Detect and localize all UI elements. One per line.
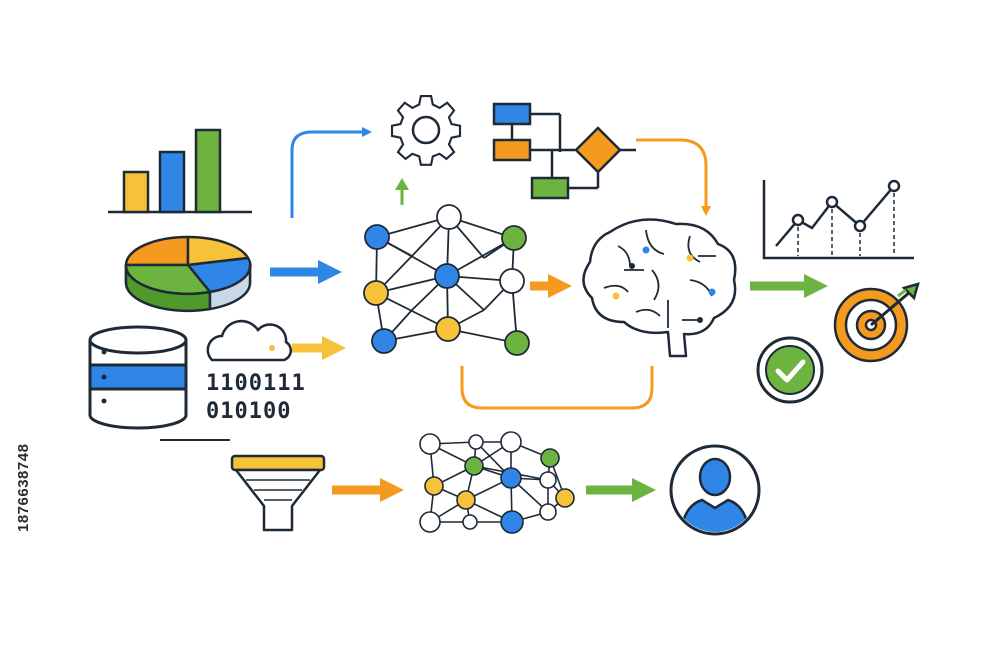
brain-icon [582,218,737,358]
green-arrow-network-to-gear [395,178,409,205]
yellow-arrow-cloud-to-network [292,336,346,360]
database-icon [88,325,230,441]
green-arrow-mesh-to-user [586,478,656,502]
blue-curve-arrow-to-gear [290,127,372,218]
checkmark-icon [756,336,824,404]
flowchart-icon [492,102,636,200]
neural-network-icon [363,204,530,356]
mesh-network-icon [419,431,575,534]
stock-id-text: 1876638748 [15,444,32,532]
gear-icon [390,94,462,166]
pie-chart-icon [124,235,252,313]
binary-line-2: 010100 [206,399,291,424]
cloud-icon [206,319,293,362]
target-icon [833,282,920,363]
green-arrow-brain-to-outputs [750,274,828,298]
blue-arrow-pie-to-network [270,260,342,284]
binary-line-1: 1100111 [206,371,306,396]
line-chart-icon [762,179,914,260]
orange-arrow-funnel-to-mesh [332,478,404,502]
orange-loop-connector [460,366,654,410]
funnel-icon [230,454,326,532]
bar-chart-icon [108,128,252,214]
user-icon [669,444,761,536]
orange-curve-arrow-to-brain [636,138,711,216]
orange-arrow-network-to-brain [530,274,572,298]
